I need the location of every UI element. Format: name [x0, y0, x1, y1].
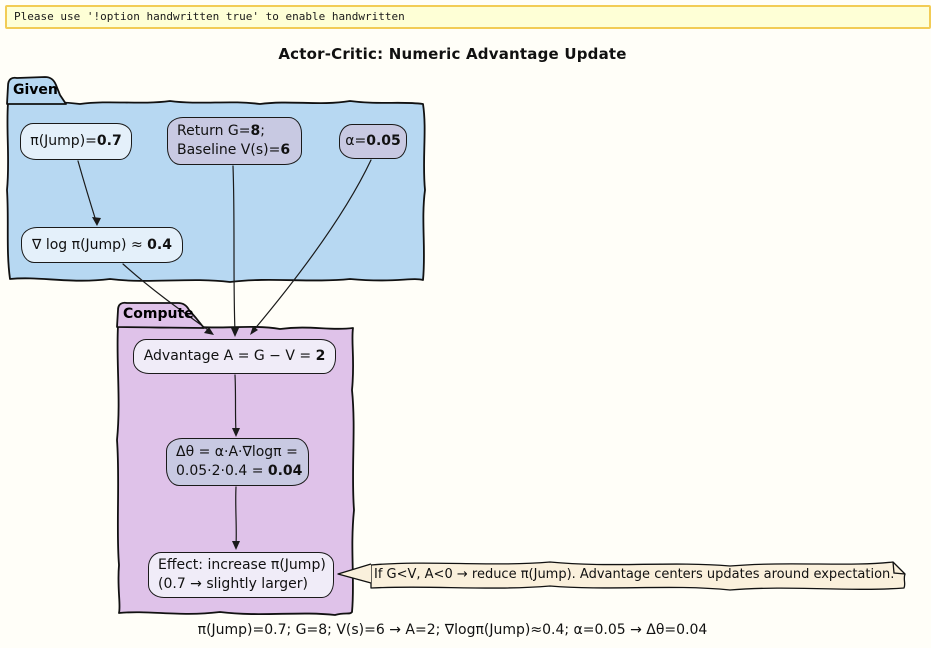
node-return-line1: Return G=8;: [177, 123, 265, 139]
node-alpha: α=0.05: [339, 124, 407, 159]
node-grad-log-pi-text: ∇ log π(Jump) ≈ 0.4: [32, 236, 172, 253]
given-package-label: Given: [13, 82, 58, 98]
node-effect-line2: (0.7 → slightly larger): [158, 576, 309, 592]
compute-package-label: Compute: [123, 306, 194, 322]
node-effect: Effect: increase π(Jump) (0.7 → slightly…: [148, 552, 334, 598]
note-text: If G<V, A<0 → reduce π(Jump). Advantage …: [374, 567, 895, 582]
arrowhead: [204, 327, 214, 335]
node-pi-jump-text: π(Jump)=0.7: [30, 133, 122, 149]
node-pi-jump: π(Jump)=0.7: [20, 123, 132, 160]
arrow-advantage-to-delta: [234, 374, 237, 433]
node-delta-theta-line2: 0.05·2·0.4 = 0.04: [176, 463, 303, 479]
node-return-line2: Baseline V(s)=6: [177, 142, 291, 158]
arrowhead: [232, 428, 240, 437]
node-alpha-text: α=0.05: [345, 133, 401, 149]
node-grad-log-pi: ∇ log π(Jump) ≈ 0.4: [21, 227, 183, 263]
arrowhead: [92, 217, 101, 226]
note-shape: [370, 561, 906, 591]
node-advantage-text: Advantage A = G − V = 2: [143, 348, 326, 364]
given-package-tab: [6, 76, 67, 105]
node-delta-theta-line1: Δθ = α·A·∇logπ =: [176, 444, 298, 460]
note-pointer: [337, 563, 372, 584]
compute-package-tab: [116, 301, 205, 329]
node-return-baseline: Return G=8; Baseline V(s)=6: [167, 117, 302, 165]
node-effect-line1: Effect: increase π(Jump): [158, 557, 326, 573]
arrow-return-to-advantage: [232, 165, 236, 333]
diagram-caption: π(Jump)=0.7; G=8; V(s)=6 → A=2; ∇logπ(Ju…: [197, 622, 708, 638]
status-banner-text: Please use '!option handwritten true' to…: [14, 10, 405, 23]
note-fold-icon: [892, 561, 906, 575]
arrow-delta-to-effect: [235, 486, 237, 546]
node-delta-theta: Δθ = α·A·∇logπ = 0.05·2·0.4 = 0.04: [166, 438, 309, 486]
arrowhead: [250, 326, 258, 335]
arrowhead: [232, 541, 240, 550]
arrowhead: [231, 328, 239, 337]
page-title: Actor-Critic: Numeric Advantage Update: [278, 45, 627, 63]
arrow-pi-to-grad: [77, 160, 97, 222]
arrow-alpha-to-advantage: [252, 159, 372, 332]
status-banner: Please use '!option handwritten true' to…: [5, 5, 931, 29]
arrow-grad-to-advantage: [122, 263, 212, 333]
node-advantage: Advantage A = G − V = 2: [133, 339, 336, 374]
